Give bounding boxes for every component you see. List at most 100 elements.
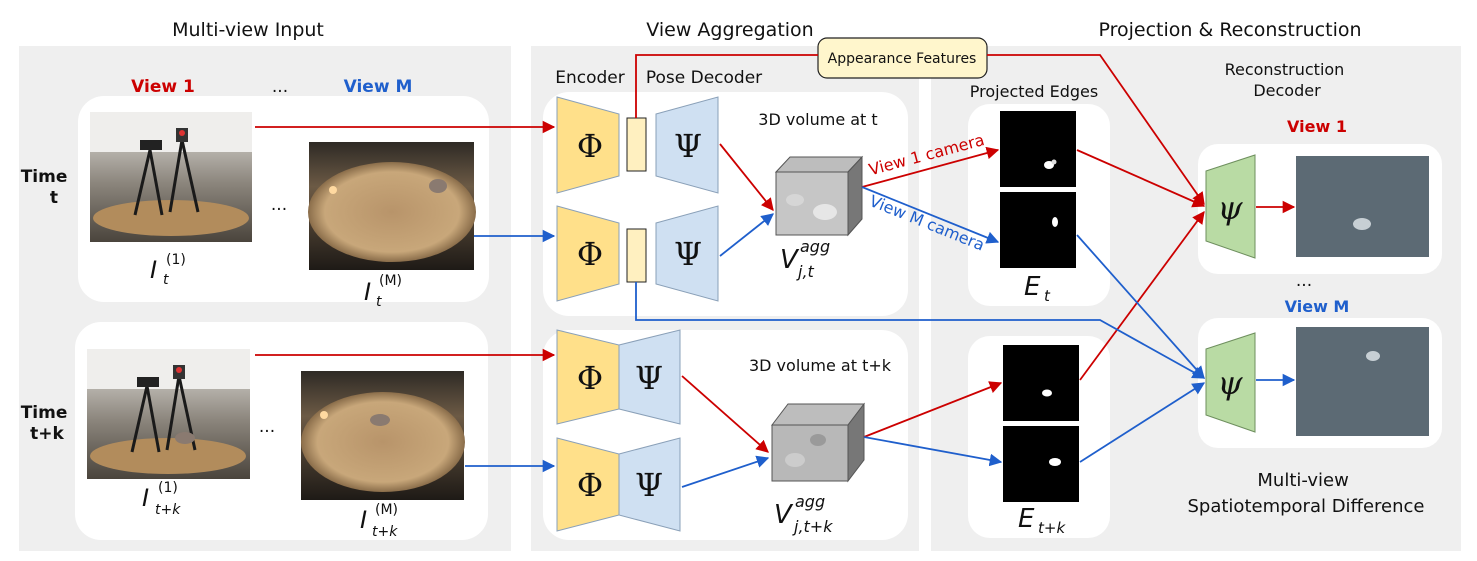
- volume-cube-t: [774, 155, 864, 237]
- label-I-tk-1: I (1) t+k: [142, 480, 181, 518]
- svg-text:(M): (M): [375, 502, 398, 518]
- time-t-line1: Time: [21, 167, 68, 187]
- recon-ellipsis: ...: [1296, 271, 1312, 291]
- svg-text:t+k: t+k: [372, 524, 398, 540]
- edge-map-t-view1: [1000, 111, 1076, 187]
- time-tk-line1: Time: [21, 403, 68, 423]
- time-tk-label: Time t+k: [21, 403, 74, 444]
- encoder-phi-t-viewM: Φ: [556, 205, 620, 302]
- section-title-projection: Projection & Reconstruction: [1098, 19, 1361, 41]
- arrow-vol-t-to-edge-view1: [861, 146, 1000, 188]
- svg-text:Φ: Φ: [577, 235, 603, 273]
- svg-text:t+k: t+k: [155, 502, 181, 518]
- pose-decoder-label: Pose Decoder: [646, 68, 762, 88]
- appearance-features-box: [817, 37, 988, 79]
- photo-view1-tk: [87, 349, 250, 479]
- photo-viewM-tk: [301, 371, 465, 500]
- arrow-vol-tk-to-edge-view1: [863, 381, 1003, 438]
- label-I-t-1: I (1) t: [150, 252, 186, 288]
- svg-text:(1): (1): [166, 252, 186, 268]
- time-t-line2: t: [50, 188, 58, 208]
- svg-text:I: I: [360, 506, 367, 534]
- volume-tk-label: 3D volume at t+k: [749, 356, 892, 375]
- label-I-t-M: I (M) t: [364, 273, 402, 310]
- arrow-edge-tk-to-recon-viewM: [1079, 382, 1206, 463]
- input-ellipsis-tk: ...: [259, 417, 275, 437]
- time-t-label: Time t: [21, 167, 74, 208]
- recon-view1-label: View 1: [1287, 117, 1347, 136]
- svg-text:(1): (1): [158, 480, 178, 496]
- arrow-edge-t-to-recon-viewM: [1076, 234, 1205, 379]
- input-ellipsis-top: ...: [272, 77, 288, 97]
- svg-text:Ψ: Ψ: [674, 235, 702, 273]
- label-I-tk-M: I (M) t+k: [360, 502, 398, 540]
- decoder-psi-tk-view1: Ψ: [618, 329, 681, 425]
- svg-text:Φ: Φ: [577, 127, 603, 165]
- svg-text:t: t: [163, 272, 169, 288]
- svg-text:t: t: [1044, 287, 1051, 305]
- arrow-edge-tk-to-recon-view1: [1079, 210, 1205, 381]
- encoder-phi-t-view1: Φ: [556, 96, 620, 194]
- label-V-agg-t: V agg j,t: [780, 237, 830, 281]
- blue-arrows: [465, 186, 1296, 488]
- svg-text:Ψ: Ψ: [635, 359, 663, 397]
- svg-text:I: I: [150, 256, 157, 284]
- multi-view-line2: Spatiotemporal Difference: [1187, 496, 1424, 517]
- svg-text:agg: agg: [800, 237, 830, 256]
- input-viewM-label: View M: [344, 77, 413, 97]
- label-V-agg-tk: V agg j,t+k: [774, 492, 833, 536]
- arrow-appearance-path: [635, 54, 818, 118]
- label-E-t: E t: [1024, 272, 1051, 305]
- arrow-psi-to-vol-t: [719, 143, 774, 211]
- svg-text:Φ: Φ: [577, 466, 603, 504]
- svg-text:t: t: [376, 294, 382, 310]
- svg-text:(M): (M): [379, 273, 402, 289]
- svg-text:j,t: j,t: [796, 262, 815, 281]
- arrow-appearanceM-path: [635, 282, 1206, 379]
- encoder-label: Encoder: [555, 68, 625, 88]
- projected-edges-label: Projected Edges: [970, 82, 1098, 101]
- encoder-phi-tk-view1: Φ: [556, 329, 620, 425]
- svg-text:I: I: [364, 278, 371, 306]
- edge-map-tk-view1: [1003, 345, 1079, 421]
- arrow-appearance-to-recon: [987, 54, 1205, 206]
- photo-view1-t: [90, 112, 252, 242]
- arrow-vol-t-to-edge-viewM: [861, 186, 1000, 244]
- svg-text:Φ: Φ: [577, 359, 603, 397]
- multi-view-line1: Multi-view: [1257, 470, 1348, 491]
- red-arrows: [255, 54, 1296, 453]
- recon-decoder-psi-viewM: ψ: [1205, 332, 1256, 433]
- svg-text:ψ: ψ: [1217, 189, 1243, 227]
- svg-text:Ψ: Ψ: [635, 466, 663, 504]
- section-title-input: Multi-view Input: [172, 19, 324, 41]
- recon-decoder-line2: Decoder: [1253, 81, 1321, 100]
- feature-bar-viewM: [626, 228, 647, 283]
- section-title-aggregation: View Aggregation: [646, 19, 813, 41]
- time-tk-line2: t+k: [30, 424, 64, 444]
- decoder-psi-t-viewM: Ψ: [655, 205, 719, 302]
- photo-viewM-t: [308, 142, 476, 270]
- volume-cube-tk: [770, 402, 866, 483]
- edge-map-t-viewM: [1000, 192, 1076, 268]
- appearance-features-label: Appearance Features: [828, 51, 977, 67]
- svg-text:E: E: [1018, 504, 1035, 534]
- arrow-vol-tk-to-edge-viewM: [863, 436, 1003, 467]
- decoder-psi-tk-viewM: Ψ: [618, 437, 681, 532]
- input-view1-label: View 1: [131, 77, 195, 97]
- label-E-tk: E t+k: [1018, 504, 1066, 537]
- svg-text:E: E: [1024, 272, 1041, 302]
- recon-output-view1: [1296, 156, 1429, 257]
- svg-text:I: I: [142, 484, 149, 512]
- decoder-psi-t-view1: Ψ: [655, 96, 719, 194]
- recon-viewM-label: View M: [1285, 297, 1350, 316]
- encoder-phi-tk-viewM: Φ: [556, 437, 620, 532]
- edge-map-tk-viewM: [1003, 426, 1079, 502]
- svg-text:t+k: t+k: [1038, 519, 1066, 537]
- svg-text:agg: agg: [795, 492, 825, 511]
- arrow-psiM-to-vol-tk: [681, 455, 770, 488]
- svg-text:Ψ: Ψ: [674, 127, 702, 165]
- input-ellipsis-t: ...: [271, 195, 287, 215]
- recon-decoder-psi-view1: ψ: [1205, 154, 1256, 259]
- arrow-edge-t-to-recon-view1: [1076, 149, 1206, 208]
